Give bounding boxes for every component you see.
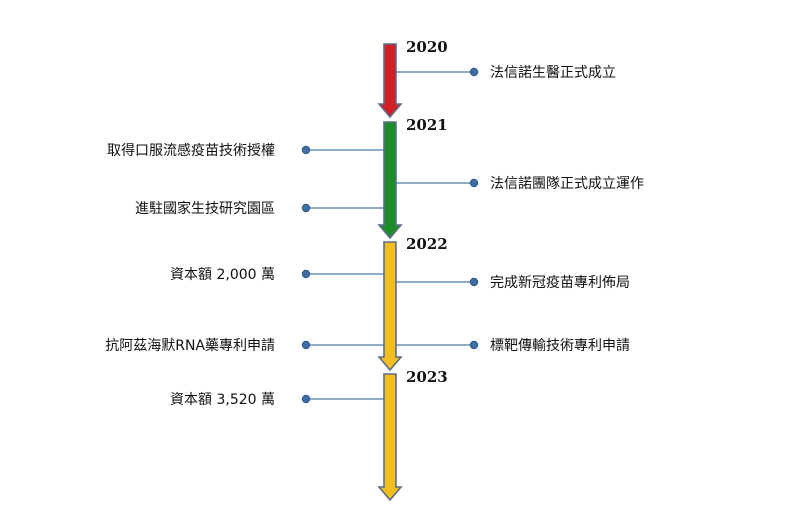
- timeline-segments: [377, 43, 403, 502]
- event-dot: [469, 67, 479, 77]
- event-label: 取得口服流感疫苗技術授權: [107, 142, 275, 159]
- event-label: 資本額 2,000 萬: [170, 267, 275, 283]
- event-label: 法信諾生醫正式成立: [490, 65, 616, 81]
- event-label: 進駐國家生技研究園區: [135, 200, 275, 217]
- event-label: 標靶傳輸技術專利申請: [490, 338, 630, 354]
- event-connectors: [301, 67, 479, 404]
- event-label: 抗阿茲海默RNA藥專利申請: [105, 338, 275, 354]
- event-dot: [301, 340, 311, 350]
- event-label: 完成新冠疫苗專利佈局: [490, 274, 630, 291]
- timeline-arrow-2020: [377, 43, 403, 119]
- year-label-2021: 2021: [406, 116, 448, 134]
- event-dot: [469, 340, 479, 350]
- event-label: 法信諾團隊正式成立運作: [490, 176, 644, 192]
- timeline-labels: 2020 2021 2022 2023 法信諾生醫正式成立取得口服流感疫苗技術授權法信諾…: [105, 38, 644, 408]
- year-label-2023: 2023: [406, 368, 448, 386]
- event-dot: [301, 269, 311, 279]
- year-label-2020: 2020: [406, 38, 448, 56]
- event-dot: [301, 145, 311, 155]
- timeline-arrow-2021: [377, 121, 403, 240]
- year-label-2022: 2022: [406, 235, 448, 253]
- timeline-arrow-2022: [377, 241, 403, 372]
- event-dot: [469, 178, 479, 188]
- timeline-arrow-2023: [377, 373, 403, 502]
- event-dot: [301, 203, 311, 213]
- event-dot: [301, 394, 311, 404]
- event-dot: [469, 277, 479, 287]
- event-label: 資本額 3,520 萬: [170, 392, 275, 408]
